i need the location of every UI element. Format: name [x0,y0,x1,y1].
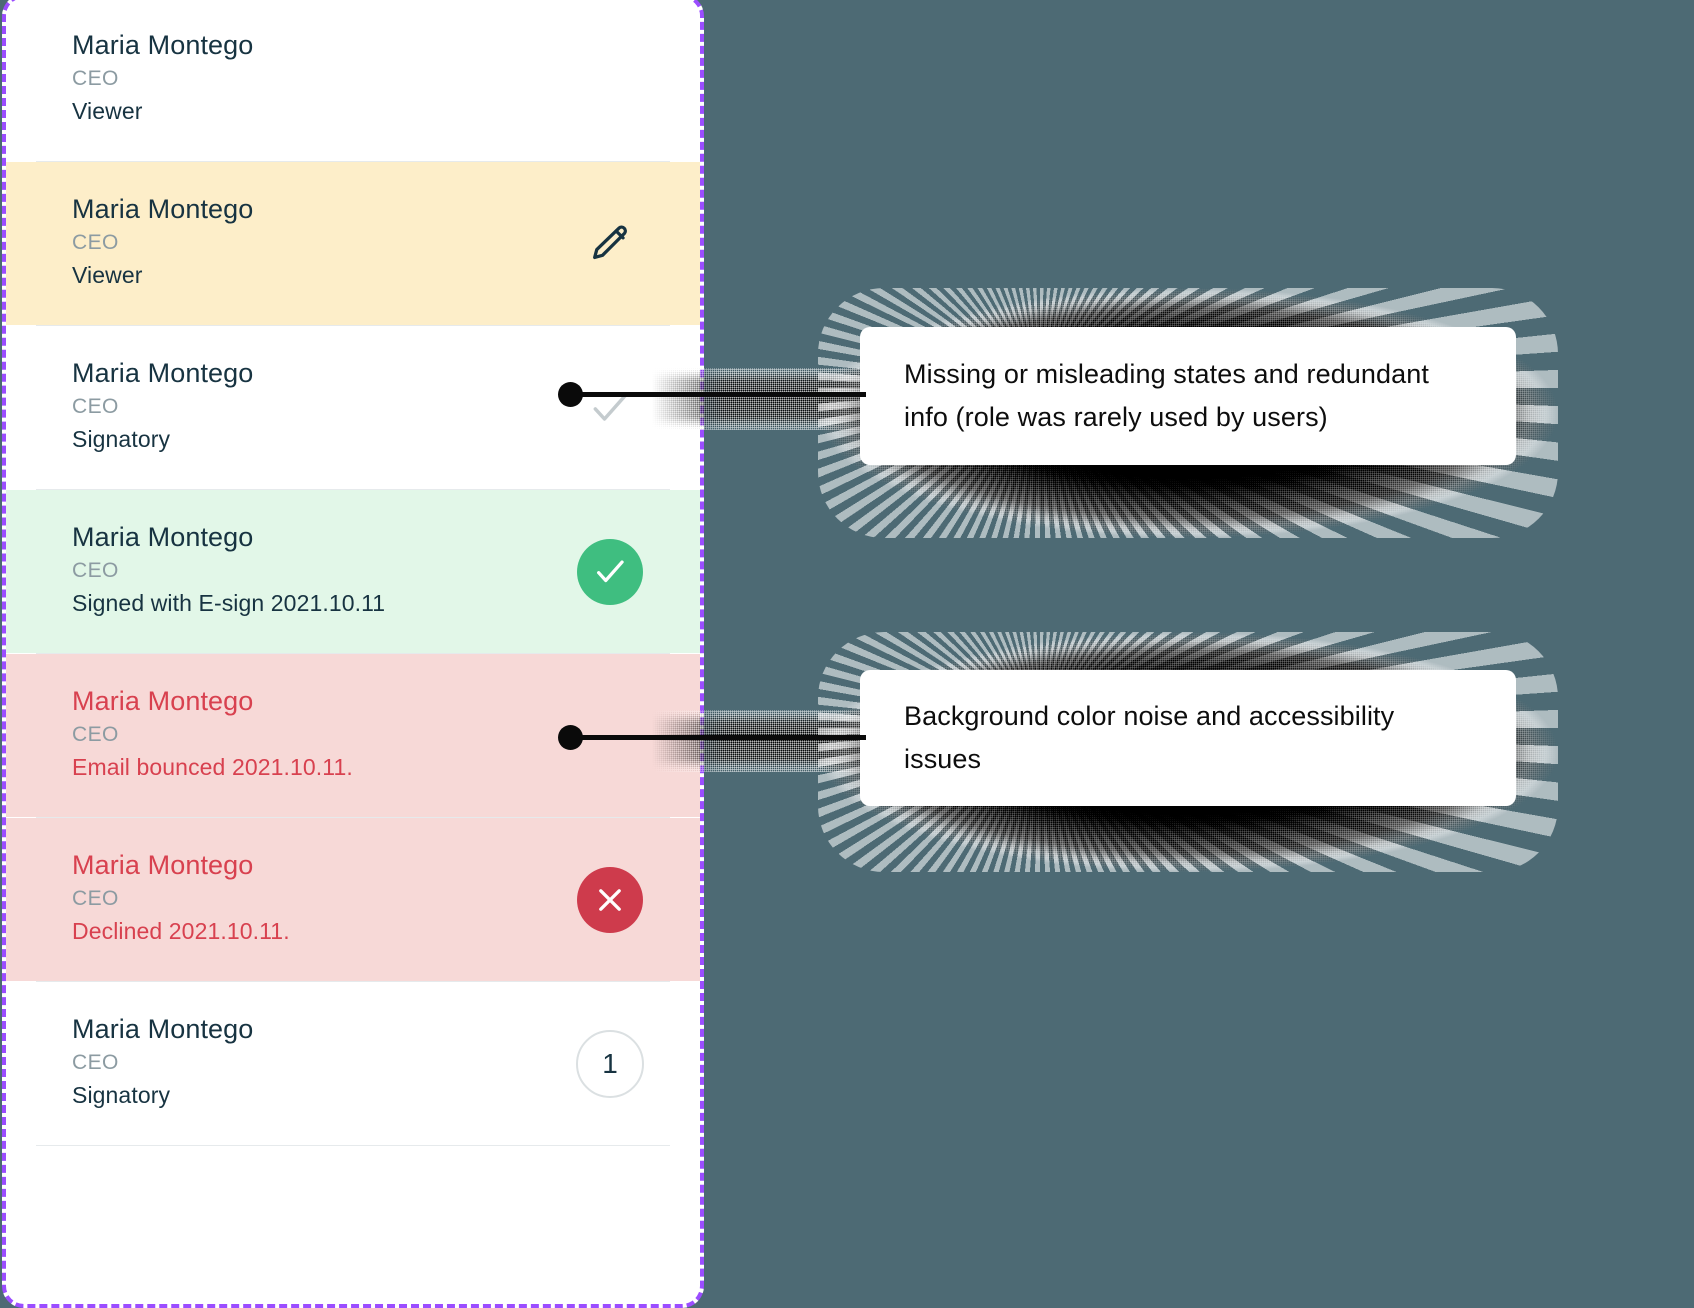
row-status: Declined 2021.10.11. [72,918,290,944]
row-status: Signatory [72,426,171,452]
row-name: Maria Montego [72,522,254,552]
list-item[interactable]: Maria Montego CEO Signatory [6,326,700,489]
row-status: Viewer [72,262,143,288]
row-divider [36,489,670,490]
row-name: Maria Montego [72,686,254,716]
row-title: CEO [72,723,119,746]
red-status-badge [577,866,643,933]
row-title: CEO [72,395,119,418]
green-status-badge [577,538,643,605]
row-divider [36,325,670,326]
close-circle-red-icon [576,866,644,934]
row-title: CEO [72,1051,119,1074]
row-title: CEO [72,231,119,254]
row-name: Maria Montego [72,850,254,880]
row-status: Email bounced 2021.10.11. [72,754,353,780]
callout-2-text: Background color noise and accessibility… [904,701,1395,774]
callout-1-leader-dot [558,382,583,407]
callout-2-leader-dot [558,725,583,750]
callout-2: Background color noise and accessibility… [818,632,1558,872]
callout-1-leader-line [566,392,866,397]
list-item[interactable]: Maria Montego CEO Viewer [6,0,700,161]
row-status: Viewer [72,98,143,124]
row-status: Signed with E-sign 2021.10.11 [72,590,386,616]
row-title: CEO [72,559,119,582]
row-name: Maria Montego [72,30,254,60]
list-item[interactable]: Maria Montego CEO Signatory 1 [6,982,700,1145]
check-plain-icon [576,374,644,442]
signer-list: Maria Montego CEO Viewer Maria Montego C… [6,0,700,1146]
callout-1-card: Missing or misleading states and redunda… [860,327,1516,465]
row-divider [36,653,670,654]
check-circle-green-icon [576,538,644,606]
pencil-edit-icon[interactable] [576,210,644,278]
row-name: Maria Montego [72,358,254,388]
row-name: Maria Montego [72,1014,254,1044]
callout-1: Missing or misleading states and redunda… [818,288,1558,538]
row-divider [36,161,670,162]
row-title: CEO [72,887,119,910]
list-item[interactable]: Maria Montego CEO Signed with E-sign 202… [6,490,700,653]
row-title: CEO [72,67,119,90]
row-divider [36,817,670,818]
callout-2-leader-line [566,735,866,740]
count-badge: 1 [576,1029,644,1098]
annotated-list-panel: Maria Montego CEO Viewer Maria Montego C… [2,0,704,1308]
row-divider [36,1145,670,1146]
row-status: Signatory [72,1082,171,1108]
list-item[interactable]: Maria Montego CEO Declined 2021.10.11. [6,818,700,981]
row-divider [36,981,670,982]
row-name: Maria Montego [72,194,254,224]
count-badge-value: 1 [576,1029,644,1098]
list-item[interactable]: Maria Montego CEO Viewer [6,162,700,325]
callout-1-text: Missing or misleading states and redunda… [904,359,1429,432]
callout-2-card: Background color noise and accessibility… [860,670,1516,806]
